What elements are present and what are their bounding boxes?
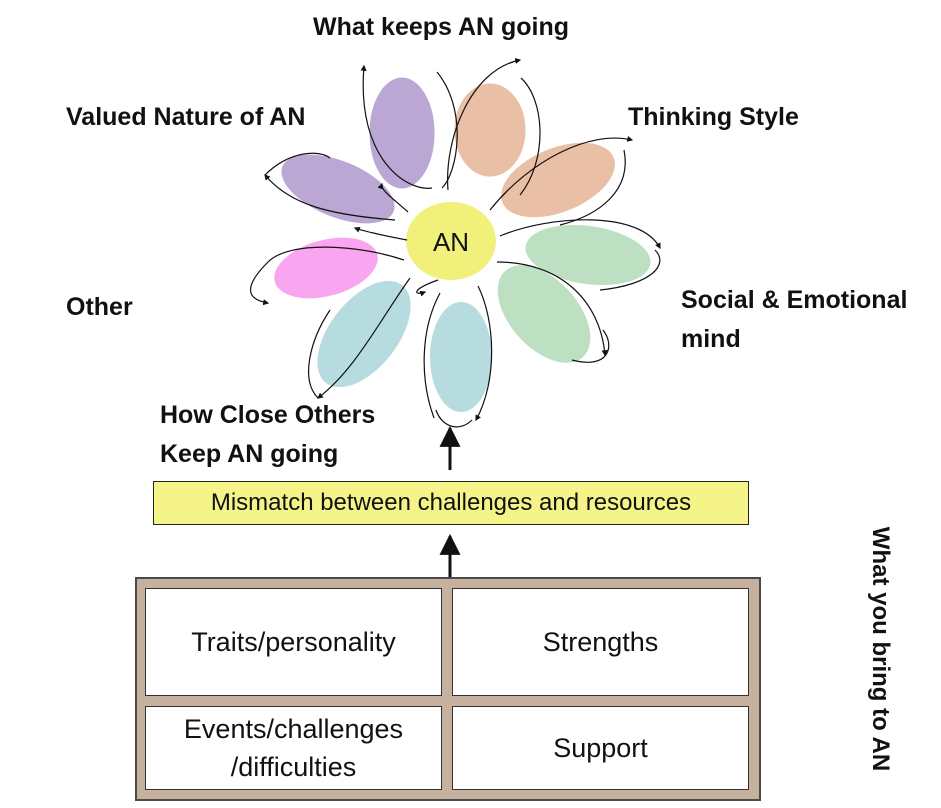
center-an [406, 202, 496, 280]
arrow-curve [377, 182, 409, 213]
arrow-curve [360, 64, 433, 189]
mismatch-text: Mismatch between challenges and resource… [210, 489, 692, 516]
cell-support-text: Support [553, 733, 648, 763]
cell-events-line2: /difficulties [230, 752, 357, 782]
mismatch-box: Mismatch between challenges and resource… [153, 481, 749, 525]
petal-thinking-style [501, 142, 615, 218]
cell-strengths-text: Strengths [542, 627, 659, 657]
label-social-emotional-line1: Social & Emotional [681, 286, 908, 314]
side-label: What you bring to AN [861, 515, 899, 783]
cell-events-line1: Events/challenges [183, 714, 404, 744]
arrow-curve [489, 135, 634, 211]
petal-close-others-right [430, 302, 492, 412]
petal-social-upper [525, 224, 651, 286]
arrow-curve [599, 249, 661, 291]
arrow-curve [308, 309, 331, 399]
petal-what-keeps-left [369, 77, 435, 189]
cell-strengths: Strengths [452, 588, 749, 696]
arrow-curve [559, 149, 626, 226]
arrow-curve [519, 77, 541, 196]
arrow-curve [249, 261, 270, 306]
arrow-curve [264, 152, 331, 176]
petal-social-lower [497, 265, 591, 363]
arrow-curve [264, 174, 396, 221]
arrow-curve [435, 409, 473, 428]
label-thinking-style: Thinking Style [628, 103, 799, 131]
petal-other [274, 237, 378, 299]
label-close-others-line2: Keep AN going [160, 440, 339, 468]
arrow-curve [496, 261, 608, 357]
label-social-emotional-line2: mind [681, 325, 741, 353]
arrow-curve [416, 279, 439, 297]
petal-what-keeps-right [454, 83, 526, 177]
side-label-text: What you bring to AN [867, 526, 894, 772]
cell-support: Support [452, 706, 749, 790]
label-close-others-line1: How Close Others [160, 401, 376, 429]
cell-traits-text: Traits/personality [191, 627, 396, 657]
petal-close-others-left [317, 280, 411, 388]
center-label: AN [433, 227, 469, 257]
arrow-curve [267, 246, 405, 263]
arrow-curve [447, 58, 522, 191]
arrow-curve [353, 226, 408, 241]
label-other: Other [66, 293, 133, 321]
arrow-curve [423, 292, 441, 419]
cell-traits: Traits/personality [145, 588, 442, 696]
arrow-curve [499, 219, 661, 250]
arrow-curve [436, 71, 458, 189]
arrow-curve [571, 329, 610, 363]
cell-events: Events/challenges /difficulties [145, 706, 442, 790]
label-what-keeps-an-going: What keeps AN going [313, 13, 570, 41]
arrow-curve [317, 277, 411, 399]
petal-valued-nature [281, 154, 395, 224]
label-valued-nature: Valued Nature of AN [66, 103, 306, 131]
arrow-curve [475, 285, 493, 422]
